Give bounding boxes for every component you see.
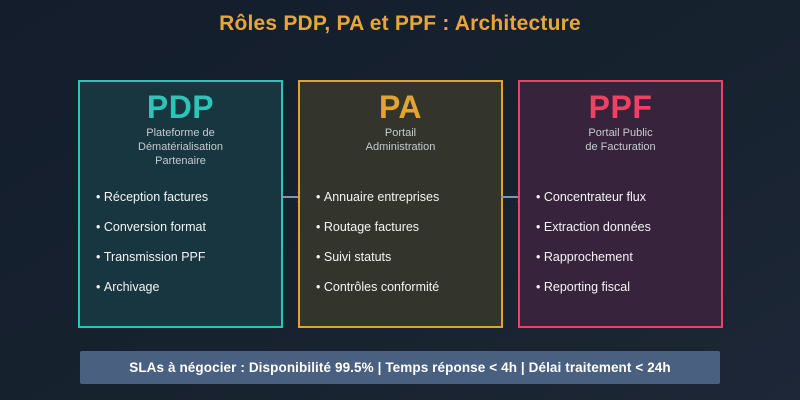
list-item: Extraction données — [536, 212, 715, 242]
page-title: Rôles PDP, PA et PPF : Architecture — [219, 12, 581, 35]
list-item: Transmission PPF — [96, 242, 275, 272]
list-item: Rapprochement — [536, 242, 715, 272]
sla-banner: SLAs à négocier : Disponibilité 99.5% | … — [80, 351, 720, 384]
list-item: Routage factures — [316, 212, 495, 242]
list-item: Contrôles conformité — [316, 272, 495, 302]
list-item: Concentrateur flux — [536, 182, 715, 212]
pdp-box-subtitle: Plateforme de Dématérialisation Partenai… — [138, 127, 223, 167]
ppf-box-subtitle: Portail Public de Facturation — [585, 127, 656, 153]
list-item: Suivi statuts — [316, 242, 495, 272]
list-item: Conversion format — [96, 212, 275, 242]
ppf-box-items: Concentrateur flux Extraction données Ra… — [536, 182, 715, 302]
pdp-box-items: Réception factures Conversion format Tra… — [96, 182, 275, 302]
list-item: Reporting fiscal — [536, 272, 715, 302]
pdp-box-title: PDP — [146, 89, 215, 125]
pdp-box: PDP Plateforme de Dématérialisation Part… — [78, 80, 283, 328]
pa-box-subtitle: Portail Administration — [365, 127, 436, 153]
pa-box: PA Portail Administration Annuaire entre… — [298, 80, 503, 328]
ppf-box-title: PPF — [588, 89, 653, 125]
ppf-box: PPF Portail Public de Facturation Concen… — [518, 80, 723, 328]
list-item: Archivage — [96, 272, 275, 302]
sla-banner-text: SLAs à négocier : Disponibilité 99.5% | … — [129, 360, 671, 375]
list-item: Réception factures — [96, 182, 275, 212]
pa-box-title: PA — [378, 89, 423, 125]
pa-box-items: Annuaire entreprises Routage factures Su… — [316, 182, 495, 302]
list-item: Annuaire entreprises — [316, 182, 495, 212]
